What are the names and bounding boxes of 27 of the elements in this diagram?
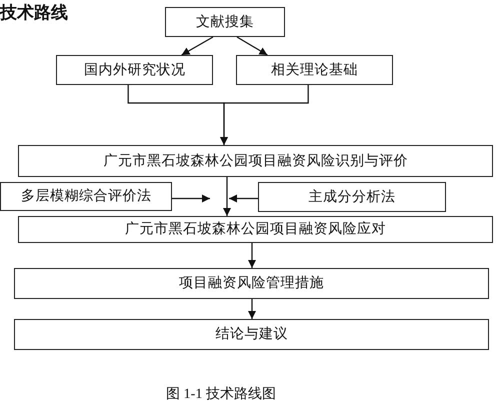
arrow bbox=[229, 194, 258, 202]
step-label: 国内外研究状况 bbox=[84, 62, 186, 78]
process-box bbox=[0, 182, 172, 211]
process-box bbox=[236, 55, 393, 85]
arrow bbox=[181, 36, 214, 56]
arrow bbox=[172, 194, 210, 202]
process-box bbox=[18, 216, 493, 243]
step-label: 广元市黑石坡森林公园项目融资风险识别与评价 bbox=[103, 152, 408, 170]
step-label: 相关理论基础 bbox=[271, 62, 358, 78]
figure-caption: 图 1-1 技术路线图 bbox=[166, 386, 276, 404]
arrow bbox=[223, 177, 231, 216]
step-label: 结论与建议 bbox=[215, 326, 288, 343]
step-label: 多层模糊综合评价法 bbox=[20, 188, 152, 205]
process-box bbox=[18, 145, 493, 177]
process-box bbox=[165, 7, 285, 37]
arrow bbox=[248, 299, 256, 319]
process-box bbox=[14, 268, 489, 299]
process-box bbox=[14, 319, 489, 350]
arrow bbox=[236, 36, 268, 56]
process-box bbox=[258, 182, 446, 212]
arrow bbox=[220, 85, 309, 145]
step-label: 主成分分析法 bbox=[308, 188, 396, 206]
step-label: 项目融资风险管理措施 bbox=[179, 275, 324, 292]
step-label: 广元市黑石坡森林公园项目融资风险应对 bbox=[125, 221, 386, 238]
arrow bbox=[248, 243, 256, 268]
step-label: 文献搜集 bbox=[196, 14, 254, 30]
process-box bbox=[56, 55, 213, 85]
